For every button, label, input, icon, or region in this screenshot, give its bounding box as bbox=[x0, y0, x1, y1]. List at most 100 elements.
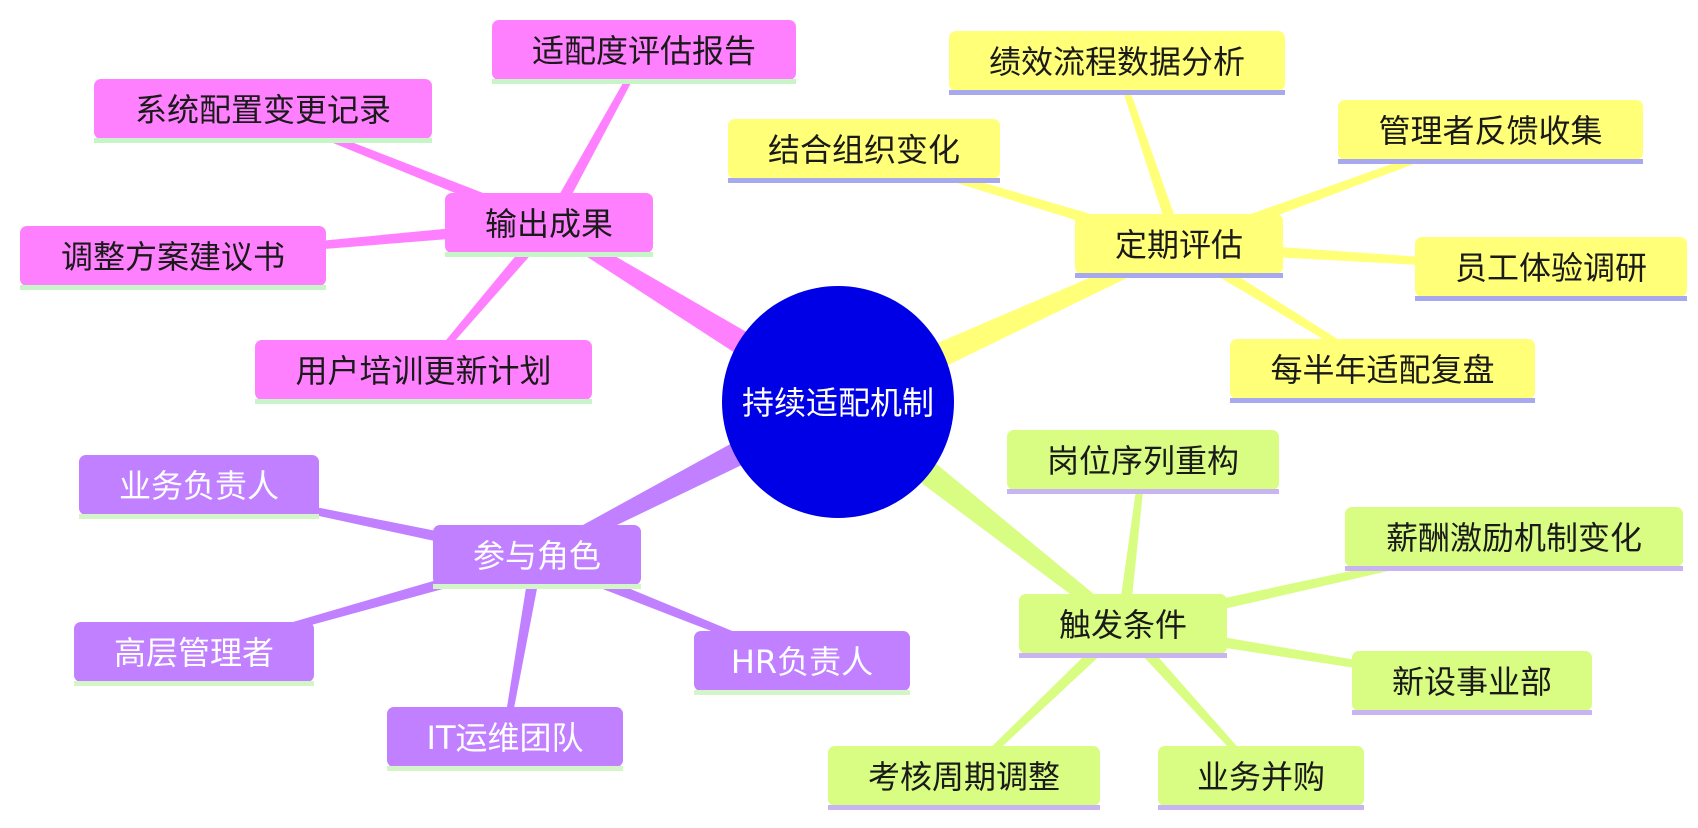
leaf-node-triggers-0-label: 岗位序列重构 bbox=[1047, 442, 1239, 480]
edge-roles-2 bbox=[502, 556, 543, 740]
edge-triggers-3 bbox=[1118, 622, 1264, 780]
leaf-node-roles-1[interactable]: 高层管理者 bbox=[74, 622, 314, 686]
branch-node-review[interactable]: 定期评估 bbox=[1075, 214, 1283, 278]
leaf-node-roles-3[interactable]: HR负责人 bbox=[694, 631, 910, 695]
leaf-node-roles-0[interactable]: 业务负责人 bbox=[79, 455, 319, 519]
leaf-node-output-3-label: 用户培训更新计划 bbox=[295, 352, 551, 390]
branch-node-output-underline bbox=[445, 252, 653, 257]
leaf-node-roles-0-box bbox=[79, 455, 319, 515]
leaf-node-roles-1-underline bbox=[74, 681, 314, 686]
leaf-node-review-3-underline bbox=[1415, 296, 1687, 301]
leaf-node-review-3-box bbox=[1415, 237, 1687, 297]
branch-node-roles[interactable]: 参与角色 bbox=[433, 525, 641, 589]
leaf-node-output-0-underline bbox=[492, 79, 796, 84]
branch-node-triggers-box bbox=[1019, 594, 1227, 654]
leaf-node-triggers-0-underline bbox=[1007, 489, 1279, 494]
leaf-node-roles-2-underline bbox=[387, 766, 623, 771]
leaf-node-triggers-4-underline bbox=[828, 805, 1100, 810]
leaf-node-triggers-2-box bbox=[1352, 651, 1592, 711]
branch-node-triggers[interactable]: 触发条件 bbox=[1019, 594, 1227, 658]
leaf-node-review-1[interactable]: 结合组织变化 bbox=[728, 119, 1000, 183]
leaf-node-triggers-2-underline bbox=[1352, 710, 1592, 715]
branch-node-roles-box bbox=[433, 525, 641, 585]
leaf-node-output-3-box bbox=[255, 340, 592, 400]
branch-node-output-box bbox=[445, 193, 653, 253]
leaf-node-triggers-0-box bbox=[1007, 430, 1279, 490]
leaf-node-output-1-underline bbox=[94, 138, 432, 143]
leaf-node-triggers-3-label: 业务并购 bbox=[1197, 758, 1325, 796]
leaf-node-triggers-3-box bbox=[1158, 746, 1364, 806]
edge-triggers-0 bbox=[1117, 461, 1146, 627]
leaf-node-output-1[interactable]: 系统配置变更记录 bbox=[94, 79, 432, 143]
leaf-node-output-2-label: 调整方案建议书 bbox=[61, 238, 285, 276]
leaf-node-output-1-label: 系统配置变更记录 bbox=[135, 91, 391, 129]
leaf-node-triggers-1[interactable]: 薪酬激励机制变化 bbox=[1345, 507, 1683, 571]
branch-node-output[interactable]: 输出成果 bbox=[445, 193, 653, 257]
branch-node-triggers-label: 触发条件 bbox=[1059, 606, 1187, 644]
leaf-node-triggers-2[interactable]: 新设事业部 bbox=[1352, 651, 1592, 715]
leaf-node-triggers-4-label: 考核周期调整 bbox=[868, 758, 1060, 796]
leaf-node-review-4-box bbox=[1230, 339, 1535, 399]
branch-node-review-box bbox=[1075, 214, 1283, 274]
edge-output-3 bbox=[421, 221, 554, 374]
leaf-node-output-0-label: 适配度评估报告 bbox=[532, 32, 756, 70]
leaf-node-review-3-label: 员工体验调研 bbox=[1455, 249, 1647, 287]
leaf-node-output-0-box bbox=[492, 20, 796, 80]
leaf-node-review-2[interactable]: 管理者反馈收集 bbox=[1338, 100, 1643, 164]
leaf-node-roles-3-label: HR负责人 bbox=[731, 643, 873, 681]
branch-node-review-underline bbox=[1075, 273, 1283, 278]
leaf-node-triggers-1-underline bbox=[1345, 566, 1683, 571]
leaf-node-roles-2-label: IT运维团队 bbox=[427, 719, 584, 757]
leaf-node-triggers-0[interactable]: 岗位序列重构 bbox=[1007, 430, 1279, 494]
leaf-node-review-2-box bbox=[1338, 100, 1643, 160]
center-node-label: 持续适配机制 bbox=[742, 384, 934, 422]
leaf-node-triggers-3-underline bbox=[1158, 805, 1364, 810]
leaf-node-review-4-label: 每半年适配复盘 bbox=[1270, 351, 1494, 389]
leaf-node-review-0-underline bbox=[949, 90, 1285, 95]
leaf-node-triggers-3[interactable]: 业务并购 bbox=[1158, 746, 1364, 810]
leaf-node-roles-1-box bbox=[74, 622, 314, 682]
leaf-node-review-3[interactable]: 员工体验调研 bbox=[1415, 237, 1687, 301]
branch-node-output-label: 输出成果 bbox=[485, 205, 613, 243]
leaf-node-roles-3-box bbox=[694, 631, 910, 691]
leaf-node-triggers-2-label: 新设事业部 bbox=[1392, 663, 1552, 701]
leaf-node-review-0-box bbox=[949, 31, 1285, 91]
leaf-node-roles-0-underline bbox=[79, 514, 319, 519]
leaf-node-roles-3-underline bbox=[694, 690, 910, 695]
branch-node-roles-underline bbox=[433, 584, 641, 589]
leaf-node-roles-2-box bbox=[387, 707, 623, 767]
leaf-node-review-0[interactable]: 绩效流程数据分析 bbox=[949, 31, 1285, 95]
leaf-node-roles-1-label: 高层管理者 bbox=[114, 634, 274, 672]
leaf-node-triggers-4[interactable]: 考核周期调整 bbox=[828, 746, 1100, 810]
leaf-node-review-0-label: 绩效流程数据分析 bbox=[989, 43, 1245, 81]
leaf-node-output-2-underline bbox=[20, 285, 326, 290]
leaf-node-roles-0-label: 业务负责人 bbox=[119, 467, 279, 505]
center-node[interactable]: 持续适配机制 bbox=[722, 286, 954, 518]
leaf-node-triggers-4-box bbox=[828, 746, 1100, 806]
leaf-node-output-3-underline bbox=[255, 399, 592, 404]
leaf-node-review-1-underline bbox=[728, 178, 1000, 183]
leaf-node-review-4[interactable]: 每半年适配复盘 bbox=[1230, 339, 1535, 403]
branch-node-review-label: 定期评估 bbox=[1115, 226, 1243, 264]
branch-node-triggers-underline bbox=[1019, 653, 1227, 658]
edge-review-0 bbox=[1114, 62, 1185, 248]
center-node-circle bbox=[722, 286, 954, 518]
leaf-node-triggers-1-box bbox=[1345, 507, 1683, 567]
branch-node-roles-label: 参与角色 bbox=[473, 537, 601, 575]
leaf-node-output-1-box bbox=[94, 79, 432, 139]
leaf-node-output-2[interactable]: 调整方案建议书 bbox=[20, 226, 326, 290]
leaf-node-review-4-underline bbox=[1230, 398, 1535, 403]
leaf-node-triggers-1-label: 薪酬激励机制变化 bbox=[1386, 519, 1642, 557]
leaf-node-output-3[interactable]: 用户培训更新计划 bbox=[255, 340, 592, 404]
leaf-node-review-1-box bbox=[728, 119, 1000, 179]
leaf-node-review-2-underline bbox=[1338, 159, 1643, 164]
leaf-node-review-1-label: 结合组织变化 bbox=[768, 131, 960, 169]
edge-triggers-4 bbox=[961, 621, 1128, 781]
leaf-node-review-2-label: 管理者反馈收集 bbox=[1378, 112, 1602, 150]
edge-output-0 bbox=[543, 50, 647, 228]
leaf-node-output-0[interactable]: 适配度评估报告 bbox=[492, 20, 796, 84]
leaf-node-output-2-box bbox=[20, 226, 326, 286]
leaf-node-roles-2[interactable]: IT运维团队 bbox=[387, 707, 623, 771]
